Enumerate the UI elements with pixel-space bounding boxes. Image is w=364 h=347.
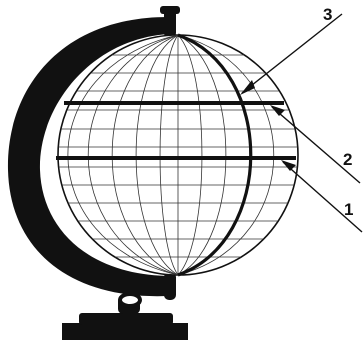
stand-knob bbox=[120, 294, 140, 306]
leader-line-1 bbox=[283, 162, 362, 232]
leader-line-3 bbox=[242, 14, 342, 93]
bottom-pivot-shaft bbox=[164, 272, 176, 300]
callout-label-1: 1 bbox=[344, 200, 353, 219]
stand-base-top bbox=[79, 313, 173, 325]
stand-base-plate bbox=[62, 323, 188, 340]
globe-stand bbox=[62, 294, 188, 340]
callout-label-3: 3 bbox=[323, 5, 332, 24]
bottom-pivot bbox=[164, 272, 176, 300]
callout-label-2: 2 bbox=[343, 150, 352, 169]
top-pivot-cap bbox=[160, 6, 180, 14]
